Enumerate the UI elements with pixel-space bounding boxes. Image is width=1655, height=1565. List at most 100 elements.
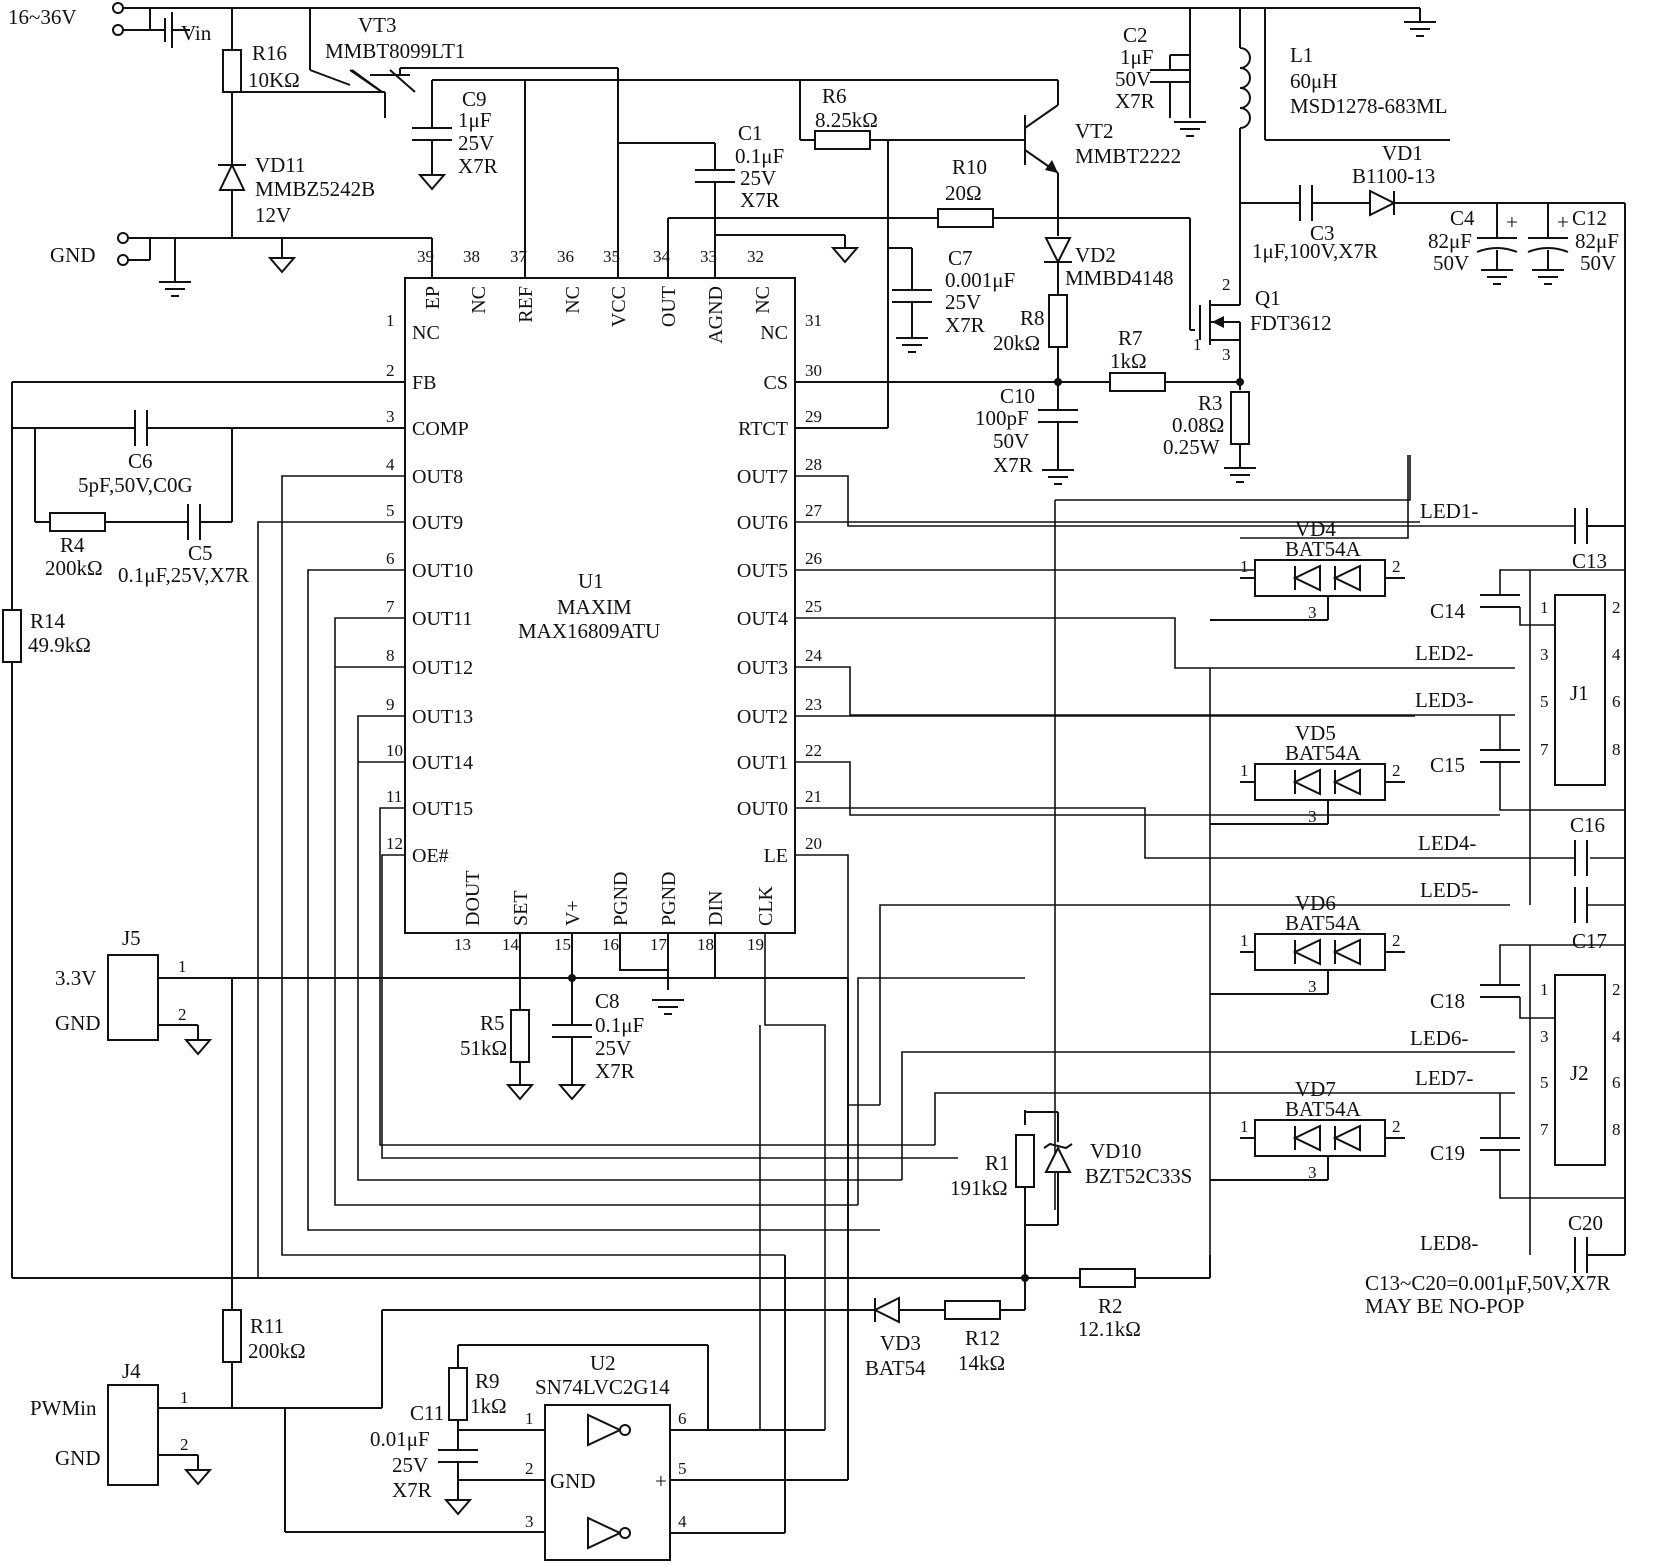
c4-value: 82μF — [1428, 229, 1472, 253]
u1-pin-7-num: 7 — [386, 597, 395, 616]
dual-diode-4-value: BAT54A — [1285, 1097, 1362, 1121]
u1-ref: U1 — [578, 569, 604, 593]
c20-ref: C20 — [1568, 1211, 1603, 1235]
svg-text:7: 7 — [1540, 1120, 1549, 1139]
u1-pin-25-name: OUT4 — [737, 608, 788, 630]
u1-pin-30-num: 30 — [805, 361, 822, 380]
svg-text:3: 3 — [1308, 977, 1317, 996]
u1-ic: U1 MAXIM MAX16809ATU 1NC2FB3COMP4OUT85OU… — [386, 247, 823, 954]
vd10-value: BZT52C33S — [1085, 1164, 1192, 1188]
u1-pin-32-name: NC — [752, 286, 774, 314]
compensation-section: R14 49.9kΩ C6 5pF,50V,C0G R4 200kΩ C5 0.… — [2, 381, 405, 1278]
l1-inductor — [1239, 47, 1251, 129]
u1-pin-6-name: OUT10 — [412, 560, 473, 582]
l1-ref: L1 — [1290, 43, 1313, 67]
input-section: 16~36V Vin R16 10KΩ VD11 MMBZ5242B 12V — [8, 2, 1350, 297]
c2-dielectric: X7R — [1115, 89, 1155, 113]
r14-resistor — [2, 609, 22, 663]
u1-pin-2-name: FB — [412, 372, 436, 394]
vd1-diode — [1369, 189, 1397, 217]
u1-part: MAX16809ATU — [518, 619, 660, 643]
r3-power: 0.25W — [1163, 435, 1220, 459]
r2-value: 12.1kΩ — [1078, 1317, 1141, 1341]
r5-ref: R5 — [480, 1011, 505, 1035]
c1-dielectric: X7R — [740, 188, 780, 212]
u1-pin-17-name: PGND — [658, 872, 680, 926]
vd10-zener — [1044, 1145, 1072, 1173]
r2-ref: R2 — [1098, 1294, 1123, 1318]
q1-ref: Q1 — [1255, 286, 1281, 310]
dual-diode-4-ref: VD7 — [1295, 1077, 1336, 1101]
u1-pin-7-name: OUT11 — [412, 608, 472, 630]
svg-text:6: 6 — [678, 1409, 687, 1428]
u1-pin-16-name: PGND — [610, 872, 632, 926]
r3-value: 0.08Ω — [1172, 413, 1224, 437]
q1-value: FDT3612 — [1250, 311, 1332, 335]
vd2-value: MMBD4148 — [1065, 266, 1174, 290]
c10-value: 100pF — [975, 406, 1029, 430]
j1-ref: J1 — [1570, 681, 1589, 705]
u1-pin-4-name: OUT8 — [412, 466, 463, 488]
led4-label: LED4- — [1418, 831, 1476, 855]
r6-ref: R6 — [822, 84, 847, 108]
c12-value: 82μF — [1575, 229, 1619, 253]
u1-pin-20-name: LE — [764, 845, 788, 867]
u1-pin-24-name: OUT3 — [737, 657, 788, 679]
u1-pin-27-name: OUT6 — [737, 512, 788, 534]
led7-label: LED7- — [1415, 1066, 1473, 1090]
u1-pin-19-name: CLK — [755, 885, 777, 926]
c16-ref: C16 — [1570, 813, 1605, 837]
dual-diode-3-value: BAT54A — [1285, 911, 1362, 935]
c3-ref: C3 — [1310, 221, 1335, 245]
c7-value: 0.001μF — [945, 268, 1015, 292]
c5-value: 0.1μF,25V,X7R — [118, 563, 249, 587]
gate-drive-section: R6 8.25kΩ VT2 MMBT2222 R10 20Ω C7 0.001μ… — [795, 80, 1240, 485]
gnd-label: GND — [50, 243, 96, 267]
bottom-section: J5 3.3V GND 1 2 R5 51kΩ C8 0.1μF 25V X7R — [12, 926, 1211, 1561]
vd3-ref: VD3 — [880, 1331, 921, 1355]
note-no-pop: MAY BE NO-POP — [1365, 1294, 1524, 1318]
svg-text:2: 2 — [525, 1459, 534, 1478]
u1-pin-9-name: OUT13 — [412, 706, 473, 728]
u1-pin-33-name: AGND — [705, 286, 727, 344]
c9-voltage: 25V — [458, 131, 494, 155]
svg-text:3: 3 — [1308, 603, 1317, 622]
svg-text:2: 2 — [1222, 275, 1231, 294]
left-output-routing — [257, 475, 958, 1278]
dual-diode-2-ref: VD5 — [1295, 721, 1336, 745]
u1-pin-11-name: OUT15 — [412, 798, 473, 820]
svg-text:7: 7 — [1540, 740, 1549, 759]
c13-ref: C13 — [1572, 549, 1607, 573]
note-capacitors: C13~C20=0.001μF,50V,X7R — [1365, 1271, 1610, 1295]
svg-text:2: 2 — [1392, 761, 1401, 780]
l1-part: MSD1278-683ML — [1290, 94, 1448, 118]
u1-pin-22-name: OUT1 — [737, 752, 788, 774]
vt2-value: MMBT2222 — [1075, 144, 1181, 168]
u1-pin-21-name: OUT0 — [737, 798, 788, 820]
u1-pin-15-num: 15 — [554, 935, 571, 954]
u1-pin-13-name: DOUT — [462, 870, 484, 926]
u1-pin-12-name: OE# — [412, 845, 449, 867]
u1-pin-10-name: OUT14 — [412, 752, 473, 774]
r11-value: 200kΩ — [248, 1339, 306, 1363]
u1-pin-3-name: COMP — [412, 418, 469, 440]
vd1-value: B1100-13 — [1352, 164, 1435, 188]
u1-body — [404, 277, 796, 934]
svg-text:6: 6 — [1612, 1073, 1621, 1092]
c19-ref: C19 — [1430, 1141, 1465, 1165]
r8-ref: R8 — [1020, 306, 1045, 330]
svg-text:1: 1 — [180, 1388, 189, 1407]
u1-pin-8-name: OUT12 — [412, 657, 473, 679]
r7-resistor — [1109, 372, 1166, 392]
u1-pins: 1NC2FB3COMP4OUT85OUT96OUT107OUT118OUT129… — [386, 247, 823, 954]
u1-pin-5-name: OUT9 — [412, 512, 463, 534]
vd10-ref: VD10 — [1090, 1139, 1141, 1163]
c2-value: 1μF — [1120, 45, 1153, 69]
j5-connector — [107, 954, 159, 1041]
u2-part: SN74LVC2G14 — [535, 1375, 670, 1399]
u1-pin-18-name: DIN — [705, 890, 727, 926]
c4-ref: C4 — [1450, 206, 1475, 230]
